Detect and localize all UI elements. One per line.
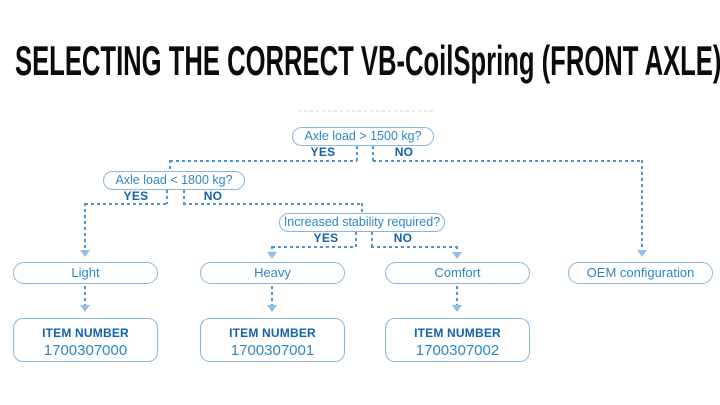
item-number-box-comfort: ITEM NUMBER 1700307002 [385,318,530,362]
branch-label-no: NO [203,189,223,203]
branch-label-yes: YES [313,231,339,245]
decision-node-stability: Increased stability required? [279,213,445,232]
connector-to-d2 [169,160,171,172]
branch-label-yes: YES [123,189,149,203]
connector-d1-yes-stem [356,146,358,161]
outcome-node-comfort: Comfort [385,262,530,284]
connector-comfort-to-item [456,286,458,305]
connector-to-light [84,203,86,250]
decision-node-axle-load-1500: Axle load > 1500 kg? [292,127,434,146]
item-number-box-light: ITEM NUMBER 1700307000 [13,318,158,362]
branch-label-no: NO [394,145,414,159]
item-number-value: 1700307002 [415,342,500,359]
arrow-down-icon [80,250,90,257]
connector-d3-yes-line [272,246,356,248]
connector-d3-no-line [371,246,457,248]
connector-to-comfort [456,246,458,252]
arrow-down-icon [452,252,462,259]
connector-d1-no-line [373,160,643,162]
decision-node-axle-load-1800: Axle load < 1800 kg? [103,171,245,190]
connector-d1-no-stem [372,146,374,161]
connector-d2-no-stem [183,190,185,204]
connector-light-to-item [84,286,86,305]
outcome-node-oem-configuration: OEM configuration [568,262,713,284]
item-number-value: 1700307000 [43,342,128,359]
item-number-value: 1700307001 [230,342,315,359]
item-number-box-heavy: ITEM NUMBER 1700307001 [200,318,345,362]
outcome-node-light: Light [13,262,158,284]
connector-to-heavy [271,246,273,252]
connector-to-oem [641,160,643,250]
connector-d3-yes-stem [355,232,357,247]
branch-label-yes: YES [310,145,336,159]
arrow-down-icon [267,252,277,259]
connector-heavy-to-item [271,286,273,305]
arrow-down-icon [452,305,462,312]
connector-d2-yes-line [85,203,167,205]
arrow-down-icon [80,305,90,312]
faint-connector-line [298,110,433,112]
branch-label-no: NO [393,231,413,245]
outcome-node-heavy: Heavy [200,262,345,284]
arrow-down-icon [267,305,277,312]
item-number-label: ITEM NUMBER [414,326,501,340]
item-number-label: ITEM NUMBER [42,326,129,340]
arrow-down-icon [637,250,647,257]
connector-d2-yes-stem [166,190,168,204]
connector-d2-no-line [183,203,363,205]
connector-d3-no-stem [371,232,373,247]
connector-d1-yes-line [170,160,357,162]
connector-to-d3 [361,203,363,214]
item-number-label: ITEM NUMBER [229,326,316,340]
page-title: SELECTING THE CORRECT VB-CoilSpring (FRO… [15,37,720,84]
